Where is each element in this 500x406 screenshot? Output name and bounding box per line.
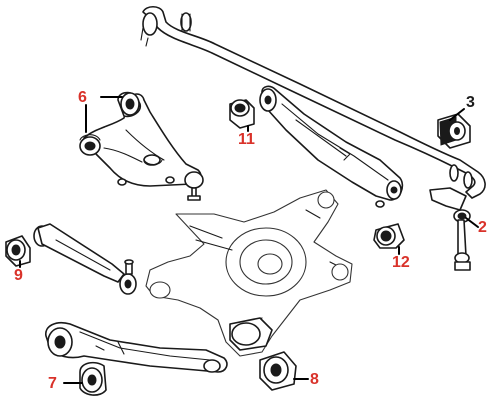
lower-control-arm-part-7 <box>45 321 228 396</box>
bushing-part-11 <box>229 99 255 129</box>
rear-knuckle <box>145 189 353 357</box>
callout-7: 7 <box>48 375 57 392</box>
callout-3: 3 <box>466 94 475 111</box>
bushing-part-8 <box>229 317 297 391</box>
callout-9: 9 <box>14 267 23 284</box>
upper-control-arm-part-6 <box>79 91 204 201</box>
callout-6: 6 <box>78 89 87 106</box>
callout-11: 11 <box>238 131 255 148</box>
stabilizer-bushing-part-3 <box>437 113 471 149</box>
callout-2: 2 <box>478 219 487 236</box>
callout-8: 8 <box>310 371 319 388</box>
callout-12: 12 <box>392 254 410 271</box>
leader-3 <box>449 108 465 121</box>
toe-control-arm-part-9 <box>5 223 137 295</box>
stabilizer-bar <box>140 5 486 199</box>
leader-2 <box>465 217 479 228</box>
trailing-arm-link <box>259 85 404 208</box>
bushing-part-12 <box>373 223 405 249</box>
leader-lines <box>19 96 479 384</box>
stabilizer-link-part-2 <box>429 187 471 271</box>
